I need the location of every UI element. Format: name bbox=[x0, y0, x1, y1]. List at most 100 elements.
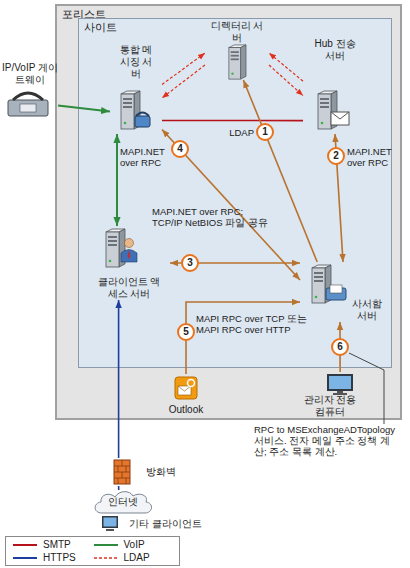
monitor-screen bbox=[104, 518, 117, 527]
connector bbox=[162, 130, 300, 281]
outlook-ring bbox=[188, 380, 195, 387]
server-symbol bbox=[312, 265, 331, 303]
node-label: Hub 전송 서버 bbox=[310, 38, 360, 62]
monitor-base bbox=[333, 393, 347, 395]
legend-item: LDAP bbox=[93, 551, 174, 564]
node-label: 클라이언트 액세스 서버 bbox=[94, 276, 164, 300]
monitor-stand bbox=[337, 391, 343, 393]
connector bbox=[162, 120, 303, 122]
node-label: IP/VoIP 게이트웨이 bbox=[2, 62, 58, 86]
connector bbox=[118, 513, 120, 515]
node-label: 디렉터리 서버 bbox=[209, 20, 265, 44]
connector bbox=[162, 53, 205, 85]
callout-number: 2 bbox=[327, 147, 345, 165]
firewall-wall bbox=[114, 460, 130, 484]
client-node: 기타 클라이언트 bbox=[100, 514, 204, 534]
outlook-envelope-flap bbox=[178, 386, 191, 391]
person-body bbox=[121, 250, 137, 263]
phone-handset bbox=[136, 113, 149, 117]
legend-item: SMTP bbox=[12, 538, 93, 551]
client-node: Outlook bbox=[162, 374, 210, 416]
gateway-keypad bbox=[20, 104, 36, 112]
callout-number: 1 bbox=[256, 123, 274, 141]
gateway-icon bbox=[8, 93, 48, 116]
legend-item: VoIP bbox=[93, 538, 174, 551]
person-head bbox=[125, 239, 134, 248]
legend-line bbox=[94, 557, 118, 559]
mailbox-server-icon bbox=[312, 265, 346, 303]
gateway-node: IP/VoIP 게이트웨이 bbox=[2, 62, 58, 124]
legend-label: VoIP bbox=[124, 538, 145, 551]
monitor-frame bbox=[102, 516, 118, 528]
gateway-handset bbox=[13, 93, 43, 100]
connector bbox=[269, 53, 303, 81]
connector bbox=[58, 105, 110, 111]
note-text: RPC to MSExchangeADTopology 서비스. 전자 메일 주… bbox=[254, 424, 402, 457]
callout-number: 5 bbox=[177, 323, 195, 341]
connector-label: MAPI.NET over RPC bbox=[347, 146, 397, 168]
legend-sample bbox=[12, 554, 38, 562]
connector-label: LDAP bbox=[224, 127, 254, 138]
node-label: Outlook bbox=[169, 404, 203, 416]
server-symbol bbox=[121, 91, 140, 129]
connector bbox=[162, 65, 205, 98]
outlook-envelope bbox=[178, 386, 191, 395]
callout-number: 3 bbox=[181, 254, 199, 272]
computer-node: 관리자 전용 컴퓨터 bbox=[288, 372, 372, 418]
monitor-screen bbox=[329, 376, 351, 389]
legend-line bbox=[13, 557, 37, 559]
legend-sample bbox=[12, 541, 38, 549]
node-label: 기타 클라이언트 bbox=[129, 518, 202, 530]
legend-box: SMTP VoIP HTTPS LDAP bbox=[5, 536, 180, 566]
node-label: 관리자 전용 컴퓨터 bbox=[299, 394, 361, 418]
directory-server-icon bbox=[229, 45, 246, 79]
cas-server-icon bbox=[106, 229, 137, 267]
firewall-bricks bbox=[114, 460, 130, 484]
connector bbox=[243, 80, 317, 262]
connector bbox=[118, 300, 120, 458]
legend-line bbox=[13, 544, 37, 546]
callout-number: 4 bbox=[171, 140, 189, 158]
envelope-symbol bbox=[331, 112, 349, 125]
connector-label: MAPI RPC over TCP 또는 MAPI RPC over HTTP bbox=[196, 313, 314, 335]
connector bbox=[118, 486, 120, 490]
server-symbol bbox=[106, 229, 125, 267]
monitor-base bbox=[106, 529, 114, 531]
monitor-frame bbox=[327, 374, 353, 391]
connector bbox=[116, 134, 118, 226]
node-label: 사서함 서버 bbox=[348, 298, 386, 322]
admin-computer-icon bbox=[327, 374, 353, 395]
mail-letter bbox=[330, 285, 342, 293]
legend-line bbox=[94, 544, 118, 546]
um-server-icon bbox=[121, 91, 150, 129]
connector-label: MAPI.NET over RPC; TCP/IP NetBIOS 파일 공유 bbox=[152, 206, 274, 228]
cloud-shape bbox=[95, 492, 151, 513]
legend-label: LDAP bbox=[124, 551, 150, 564]
callout-number: 6 bbox=[331, 338, 349, 356]
person-tie bbox=[128, 250, 131, 259]
client-computer-icon bbox=[102, 516, 118, 531]
connector bbox=[186, 302, 300, 374]
connector bbox=[269, 65, 303, 96]
legend-item: HTTPS bbox=[12, 551, 93, 564]
node-label: 방화벽 bbox=[146, 466, 176, 478]
node-label: 통합 메시징 서버 bbox=[116, 44, 156, 80]
server-symbol bbox=[318, 91, 337, 129]
legend-sample bbox=[93, 554, 119, 562]
gateway-body bbox=[8, 100, 48, 116]
connector-label: MAPI.NET over RPC bbox=[120, 146, 168, 168]
server-node: 디렉터리 서버 bbox=[205, 20, 269, 80]
outlook-tile bbox=[175, 377, 197, 399]
node-label: 인터넷 bbox=[108, 496, 138, 508]
leader-line bbox=[349, 353, 384, 424]
server-node: 클라이언트 액세스 서버 bbox=[88, 226, 170, 300]
phone-symbol bbox=[135, 116, 150, 127]
legend-label: HTTPS bbox=[43, 551, 76, 564]
firewall-icon bbox=[114, 460, 130, 484]
server-node: 통합 메시징 서버 bbox=[110, 44, 162, 134]
server-node: 사서함 서버 bbox=[300, 262, 386, 322]
firewall-node: 방화벽 bbox=[112, 458, 178, 486]
